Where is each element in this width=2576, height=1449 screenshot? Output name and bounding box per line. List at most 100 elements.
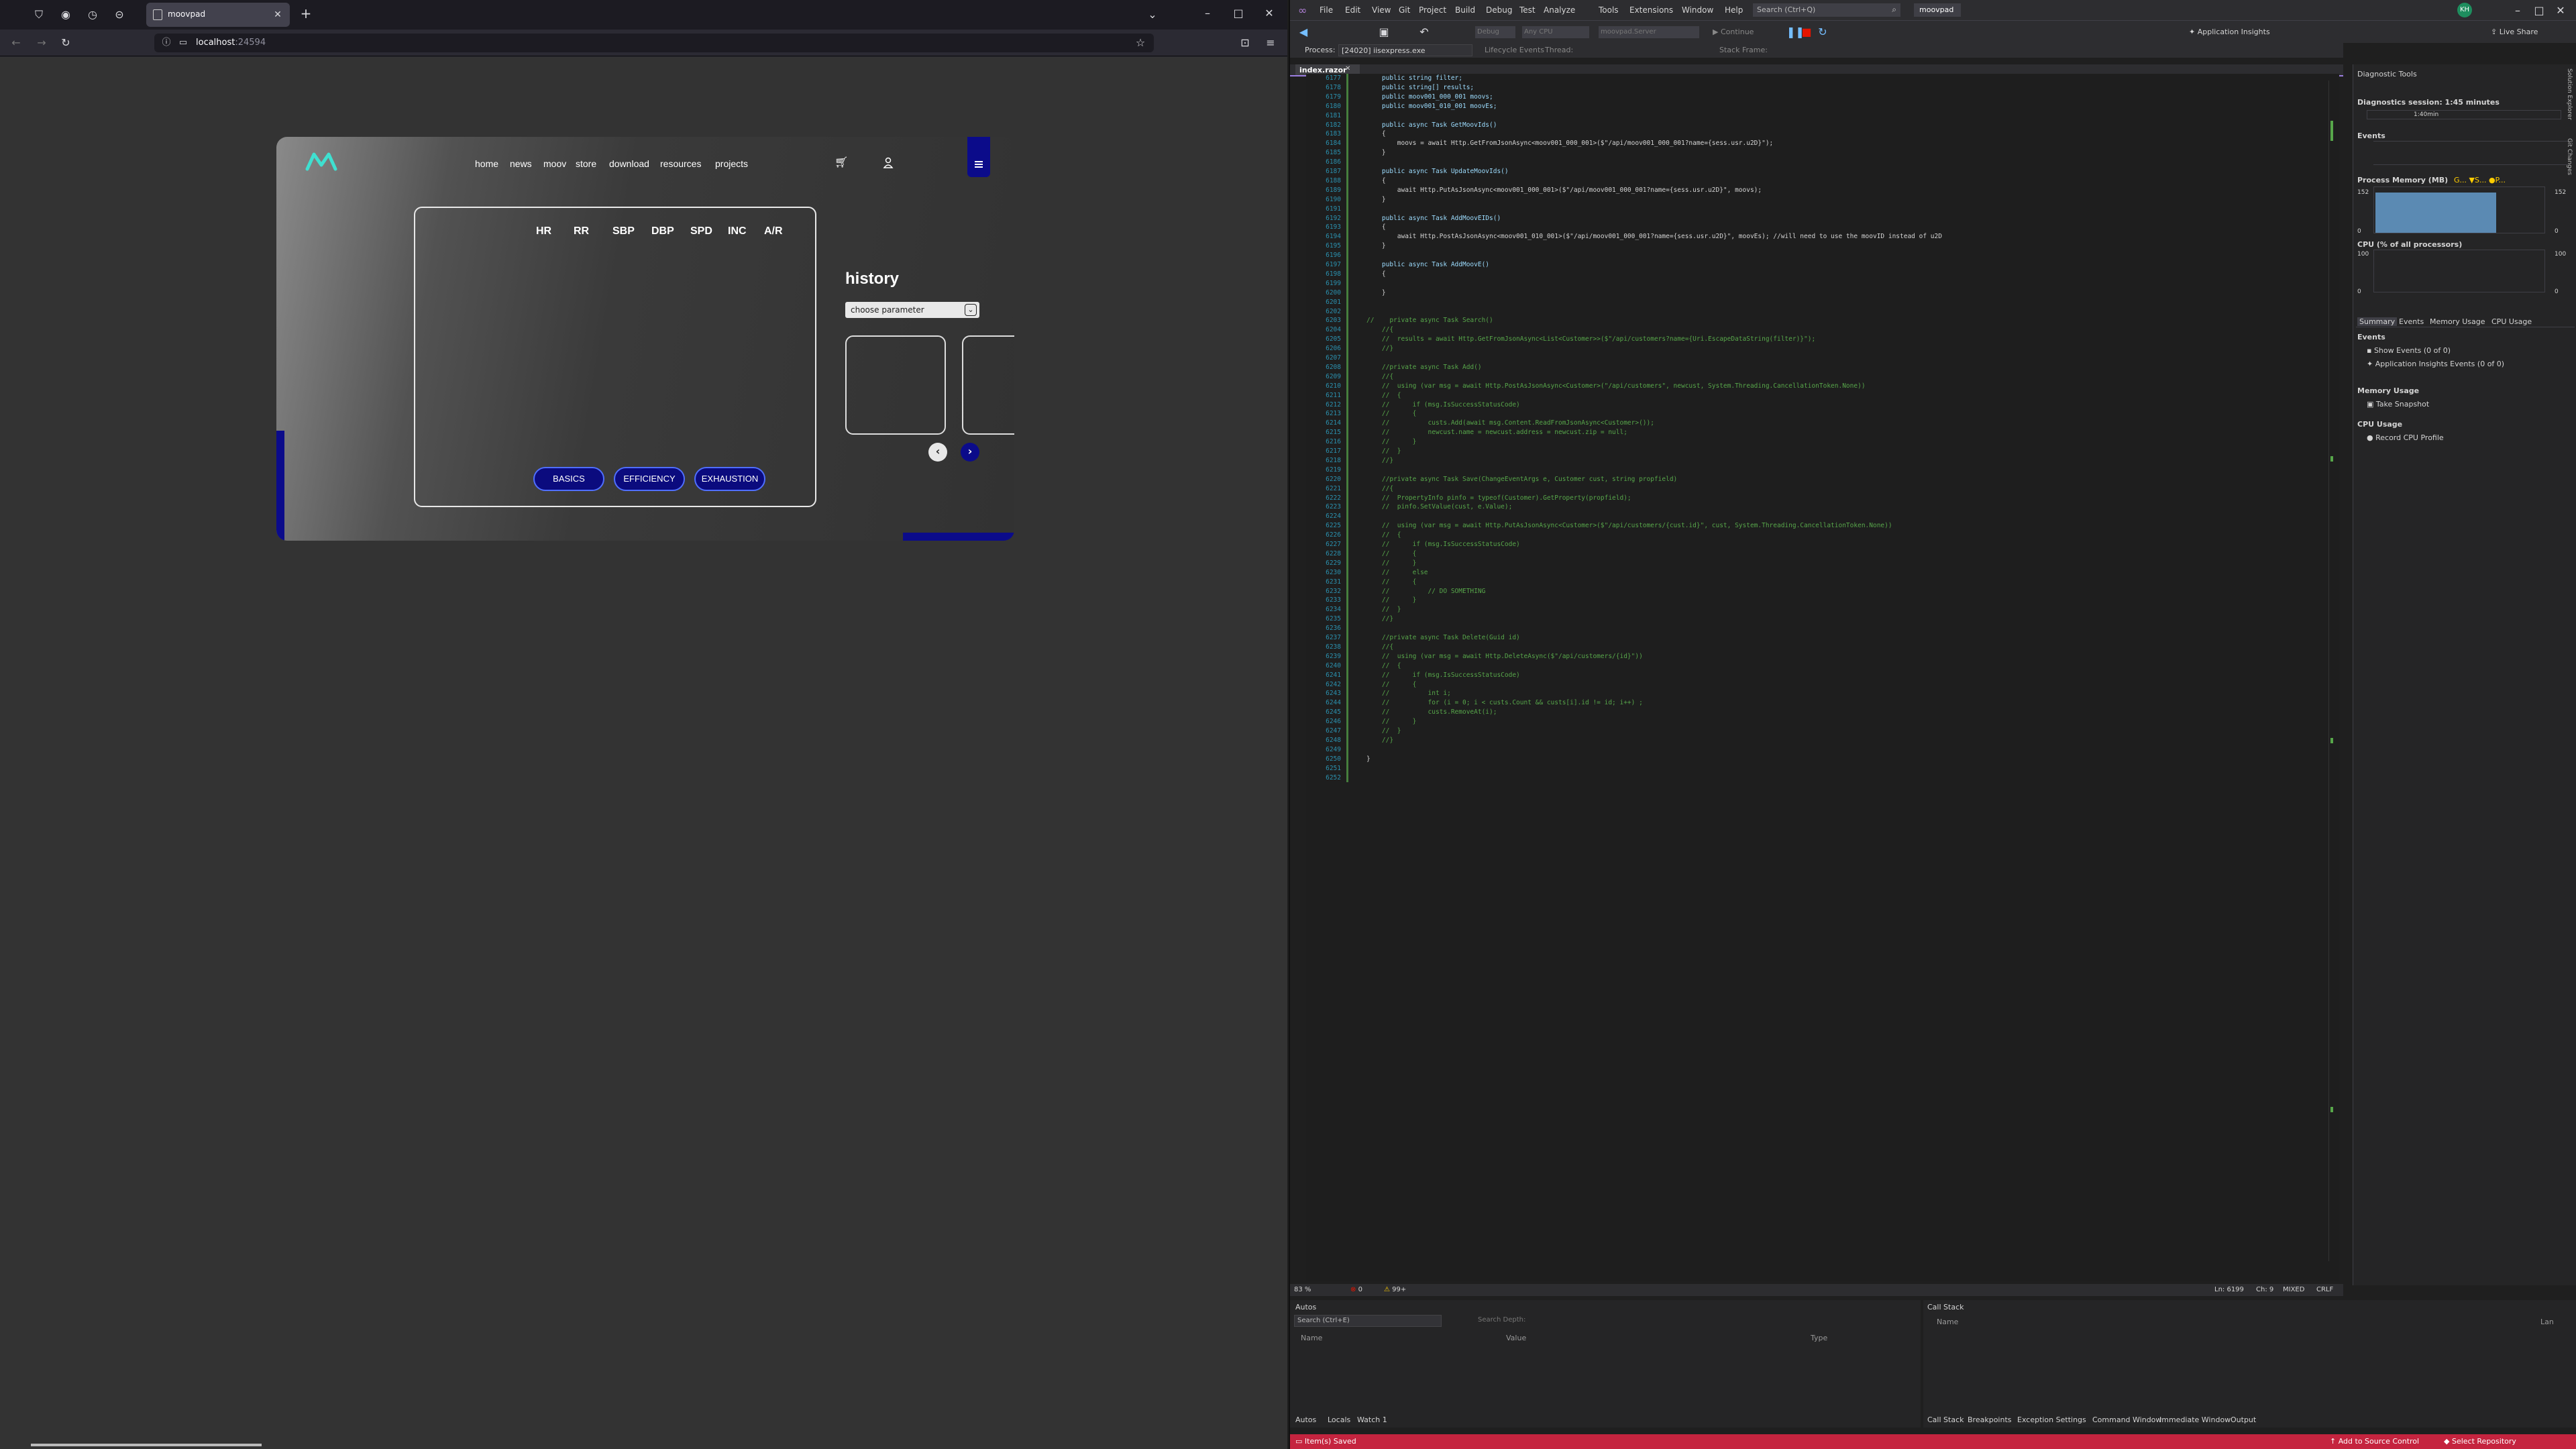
code-line[interactable]: // else	[1366, 568, 1428, 576]
code-line[interactable]: public async Task AddMoovE()	[1366, 261, 1490, 268]
close-tab-icon[interactable]: ✕	[274, 9, 282, 20]
code-line[interactable]: // }	[1366, 438, 1417, 446]
param-sbp[interactable]: SBP	[612, 225, 635, 237]
code-line[interactable]: // pinfo.SetValue(cust, e.Value);	[1366, 503, 1513, 511]
param-spd[interactable]: SPD	[690, 225, 712, 237]
tab-list-icon[interactable]: ⌄	[1148, 8, 1157, 21]
process-dropdown[interactable]: [24020] iisexpress.exe	[1338, 44, 1472, 56]
nav-download[interactable]: download	[609, 158, 649, 169]
tab-breakpoints[interactable]: Breakpoints	[1968, 1415, 2012, 1424]
code-line[interactable]: // using (var msg = await Http.PutAsJson…	[1366, 522, 1892, 530]
code-line[interactable]: // // DO SOMETHING	[1366, 587, 1486, 595]
menu-test[interactable]: Test	[1519, 5, 1536, 15]
param-rr[interactable]: RR	[574, 225, 590, 237]
lifecycle-events[interactable]: Lifecycle Events	[1485, 46, 1544, 54]
nav-news[interactable]: news	[510, 158, 532, 169]
code-line[interactable]: // if (msg.IsSuccessStatusCode)	[1366, 400, 1520, 409]
warning-count[interactable]: ⚠ 99+	[1384, 1286, 1407, 1293]
menu-help[interactable]: Help	[1725, 5, 1743, 15]
code-line[interactable]: // {	[1366, 549, 1417, 557]
maximize-icon[interactable]: □	[1233, 7, 1244, 19]
maximize-icon[interactable]: □	[2534, 4, 2544, 17]
code-line[interactable]: }	[1366, 149, 1386, 157]
code-line[interactable]: //private async Task Delete(Guid id)	[1366, 634, 1520, 641]
history-prev-button[interactable]: ‹	[928, 443, 947, 462]
nav-moov[interactable]: moov	[543, 158, 567, 169]
code-line[interactable]: // }	[1366, 596, 1417, 604]
code-line[interactable]: {	[1366, 176, 1386, 184]
undo-icon[interactable]: ↶	[1419, 25, 1429, 38]
history-icon[interactable]: ◷	[88, 8, 97, 21]
tab-cpu-usage[interactable]: CPU Usage	[2491, 317, 2532, 326]
code-line[interactable]: //}	[1366, 736, 1394, 744]
minimize-icon[interactable]: –	[1205, 7, 1210, 19]
code-line[interactable]: // PropertyInfo pinfo = typeof(Customer)…	[1366, 494, 1631, 502]
crlf-indicator[interactable]: CRLF	[2316, 1286, 2334, 1293]
code-line[interactable]: // custs.RemoveAt(i);	[1366, 708, 1497, 716]
solution-explorer-tab[interactable]: Solution Explorer	[2566, 68, 2573, 120]
code-line[interactable]: // results = await Http.GetFromJsonAsync…	[1366, 335, 1816, 343]
page-scrollbar[interactable]	[31, 1444, 262, 1446]
app-insights-button[interactable]: ✦ Application Insights	[2189, 28, 2270, 36]
code-line[interactable]: //}	[1366, 456, 1394, 464]
col-type[interactable]: Type	[1811, 1334, 1828, 1342]
tab-exception-settings[interactable]: Exception Settings	[2017, 1415, 2086, 1424]
select-repository-button[interactable]: ◆ Select Repository	[2444, 1437, 2516, 1446]
record-cpu-button[interactable]: ● Record CPU Profile	[2367, 433, 2444, 442]
basics-button[interactable]: BASICS	[533, 467, 604, 491]
nav-store[interactable]: store	[576, 158, 597, 169]
nav-resources[interactable]: resources	[660, 158, 702, 169]
tab-index-razor[interactable]: index.razor ✕	[1295, 64, 1360, 75]
history-tile-2[interactable]	[962, 335, 1014, 435]
account-icon[interactable]: ◉	[61, 8, 70, 21]
efficiency-button[interactable]: EFFICIENCY	[614, 467, 685, 491]
tab-locals[interactable]: Locals	[1328, 1415, 1351, 1424]
param-hr[interactable]: HR	[536, 225, 552, 237]
sync-icon[interactable]: ⊝	[115, 8, 124, 21]
code-line[interactable]: {	[1366, 130, 1386, 138]
code-line[interactable]: // {	[1366, 531, 1401, 539]
code-line[interactable]: await Http.PostAsJsonAsync<moov001_010_0…	[1366, 233, 1942, 241]
continue-button[interactable]: ▶ Continue	[1713, 28, 1754, 36]
moovpad-logo[interactable]	[305, 150, 338, 173]
code-line[interactable]: //{	[1366, 484, 1394, 492]
mixed-indicator[interactable]: MIXED	[2283, 1286, 2305, 1293]
col-language[interactable]: Lan	[2540, 1318, 2554, 1326]
param-ar[interactable]: A/R	[764, 225, 783, 237]
code-line[interactable]: {	[1366, 270, 1386, 278]
code-line[interactable]: // private async Task Search()	[1366, 317, 1493, 325]
bookmark-star-icon[interactable]: ☆	[1135, 36, 1146, 49]
menu-build[interactable]: Build	[1455, 5, 1476, 15]
code-line[interactable]: public moov001_010_001 moovEs;	[1366, 102, 1497, 110]
code-line[interactable]: }	[1366, 195, 1386, 203]
back-icon[interactable]: ◀	[1299, 25, 1308, 38]
history-next-button[interactable]: ›	[961, 443, 979, 462]
vs-search-box[interactable]: Search (Ctrl+Q) ⌕	[1753, 3, 1900, 17]
menu-file[interactable]: File	[1320, 5, 1334, 15]
tab-events[interactable]: Events	[2399, 317, 2424, 326]
col-value[interactable]: Value	[1506, 1334, 1527, 1342]
hamburger-menu-button[interactable]	[967, 137, 990, 177]
col-name[interactable]: Name	[1937, 1318, 1959, 1326]
window-close-icon[interactable]: ✕	[2556, 4, 2565, 17]
menu-tools[interactable]: Tools	[1599, 5, 1619, 15]
restart-icon[interactable]: ↻	[1818, 25, 1827, 38]
code-line[interactable]: public string filter;	[1366, 74, 1462, 82]
code-line[interactable]: public moov001_000_001 moovs;	[1366, 93, 1493, 101]
pause-icon[interactable]: ❚❚	[1786, 25, 1805, 38]
col-name[interactable]: Name	[1301, 1334, 1323, 1342]
parameter-select[interactable]: choose parameter ⌄	[845, 302, 979, 318]
window-close-icon[interactable]: ✕	[1265, 7, 1274, 19]
code-line[interactable]: // }	[1366, 718, 1417, 726]
code-line[interactable]: // }	[1366, 606, 1401, 614]
platform-dropdown[interactable]: Any CPU	[1522, 26, 1589, 38]
tab-call-stack[interactable]: Call Stack	[1927, 1415, 1964, 1424]
menu-icon[interactable]: ≡	[1266, 36, 1275, 49]
code-line[interactable]: await Http.PutAsJsonAsync<moov001_000_00…	[1366, 186, 1762, 194]
diag-cpu-header[interactable]: CPU (% of all processors)	[2357, 240, 2463, 249]
diag-memory-header[interactable]: Process Memory (MB)	[2357, 176, 2449, 184]
code-line[interactable]: // custs.Add(await msg.Content.ReadFromJ…	[1366, 419, 1654, 427]
code-line[interactable]: //private async Task Save(ChangeEventArg…	[1366, 475, 1678, 483]
reload-icon[interactable]: ↻	[61, 36, 70, 49]
tab-command-window[interactable]: Command Window	[2092, 1415, 2162, 1424]
